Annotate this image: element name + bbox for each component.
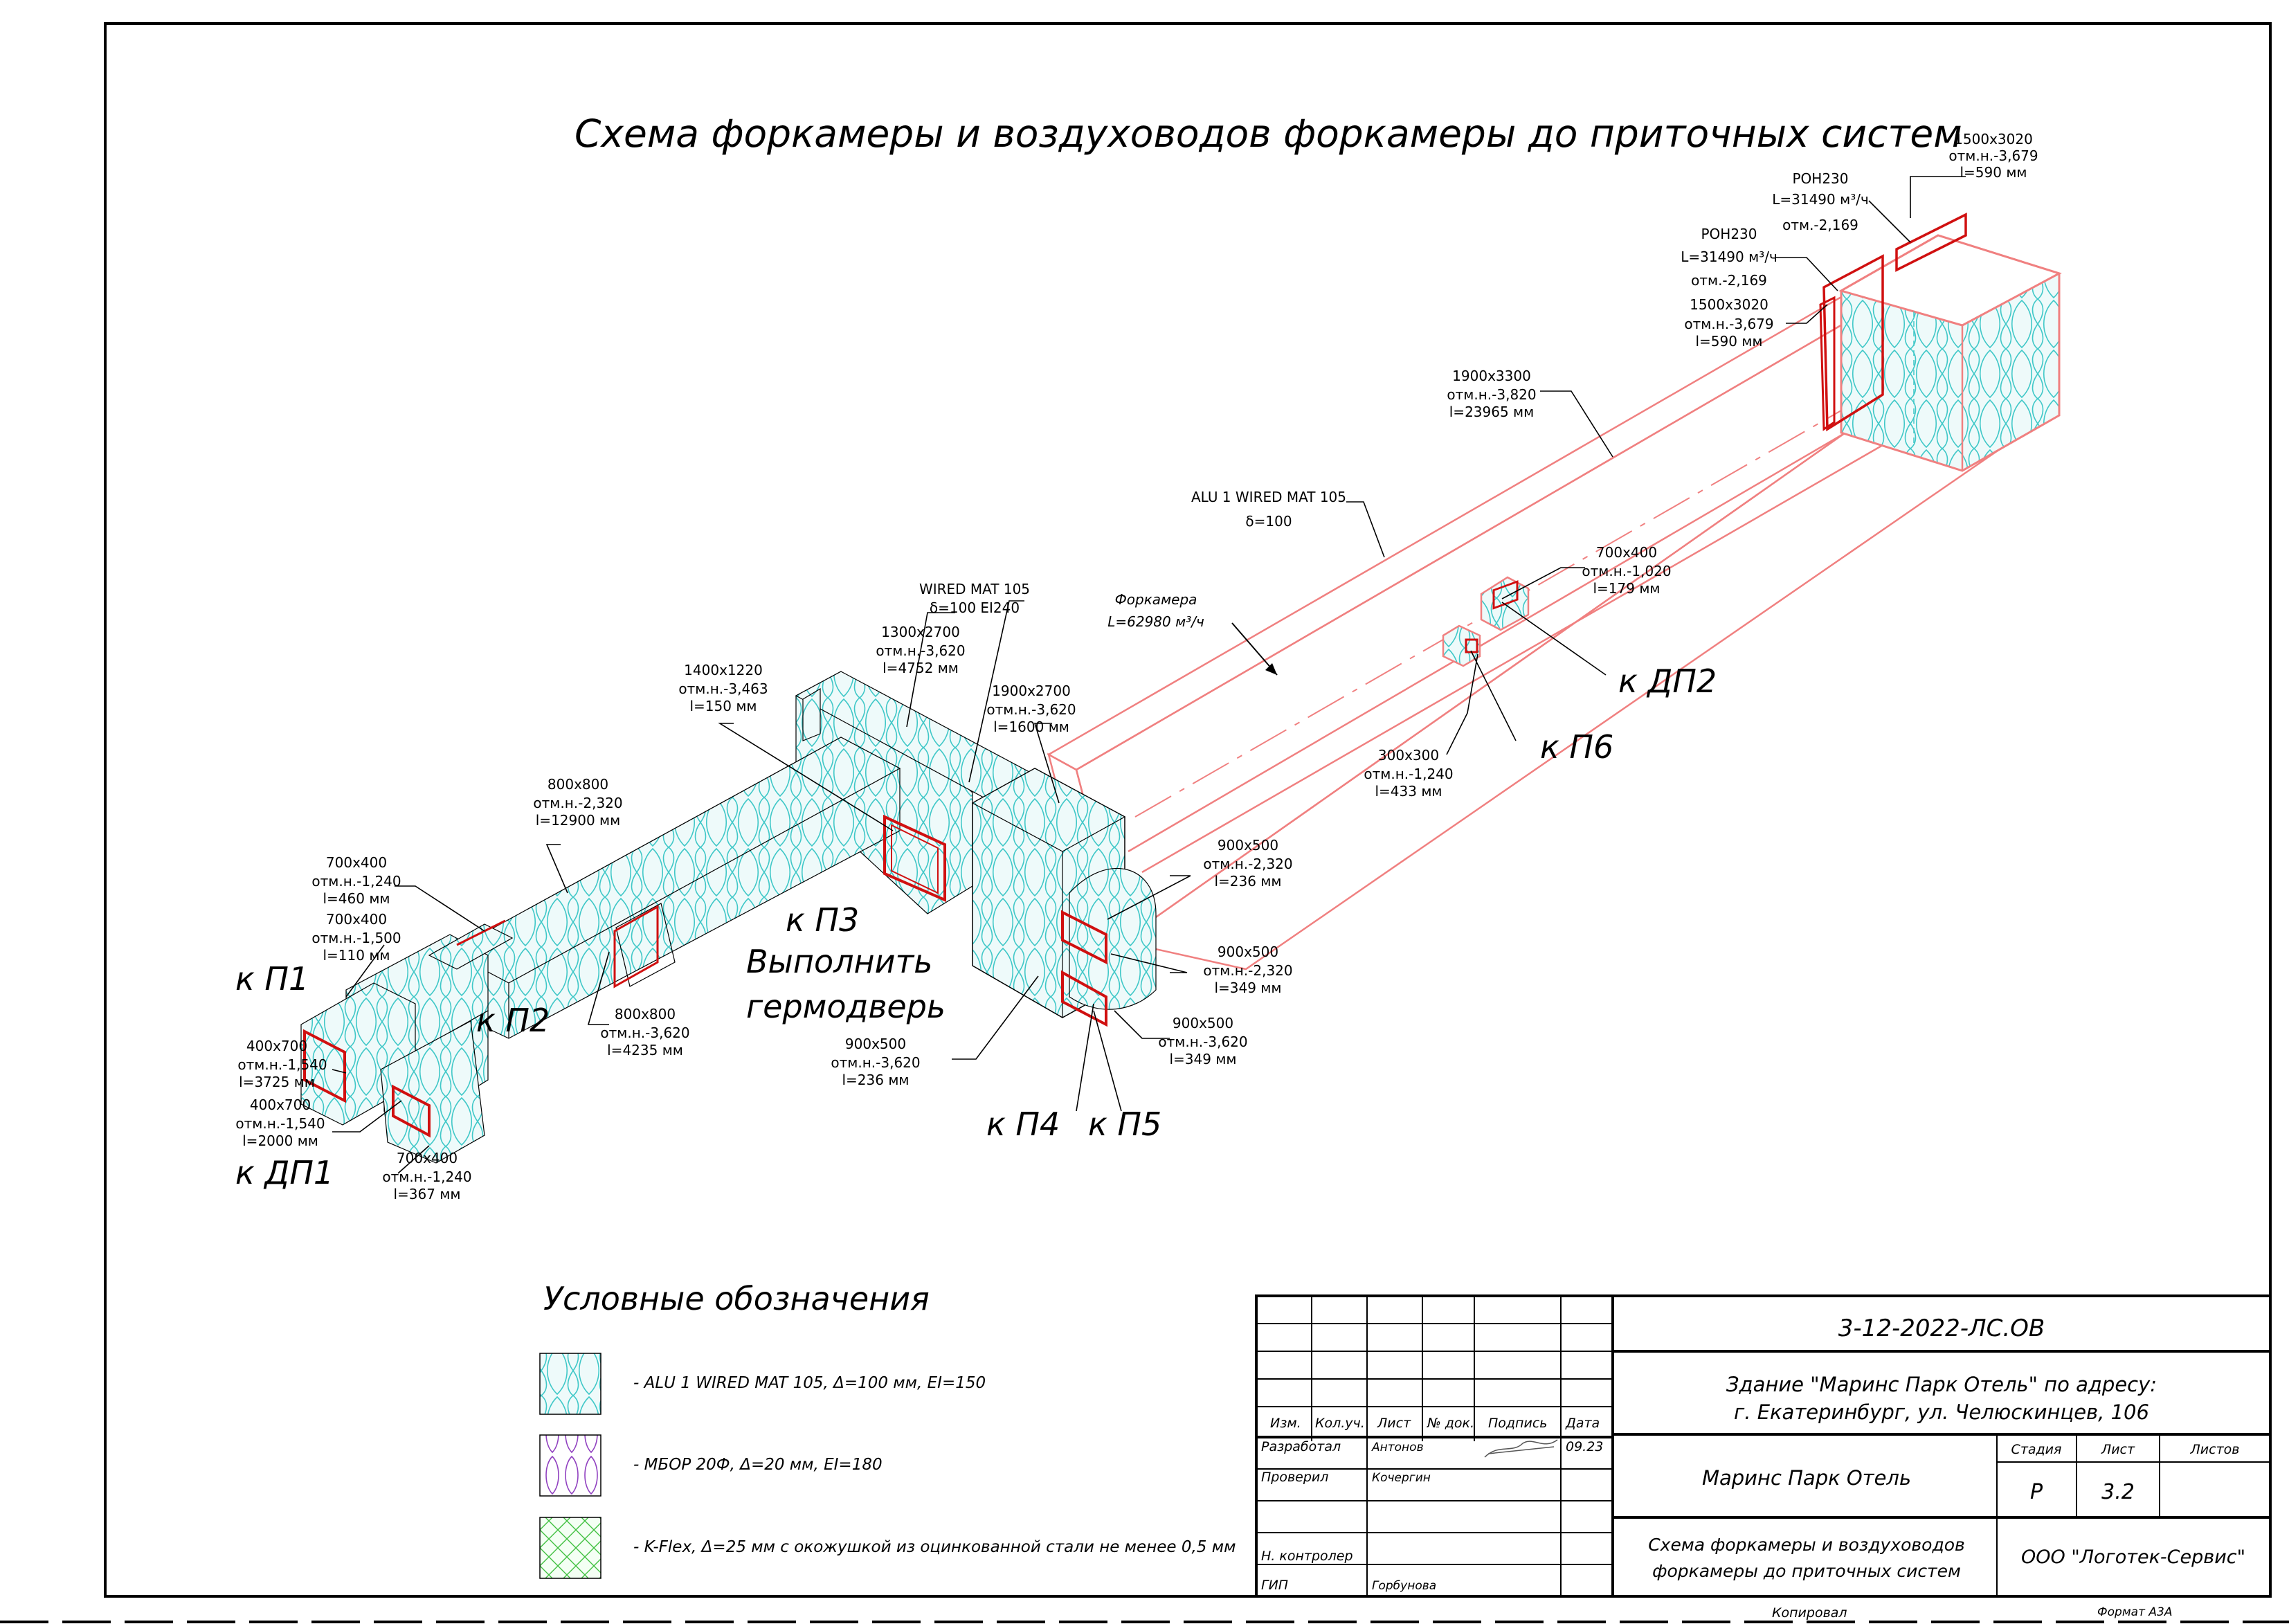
tb-sheet: 3.2 bbox=[2101, 1480, 2135, 1504]
legend: Условные обозначения - ALU 1 WIRED MAT 1… bbox=[539, 1280, 1236, 1579]
legend-title: Условные обозначения bbox=[543, 1280, 930, 1317]
tb-address-2: г. Екатеринбург, ул. Челюскинцев, 106 bbox=[1734, 1400, 2149, 1424]
label-p4: к П4 bbox=[986, 1106, 1060, 1143]
legend-swatch-alu bbox=[539, 1353, 601, 1415]
label-dp1: к ДП1 bbox=[235, 1154, 334, 1191]
sheet-frame bbox=[104, 22, 2272, 1598]
outlet-openings bbox=[303, 814, 1107, 1138]
label-door-1: Выполнить bbox=[746, 943, 932, 980]
tb-address-1: Здание "Маринс Парк Отель" по адресу: bbox=[1726, 1373, 2157, 1396]
legend-item-mbor: - МБОР 20Ф, Δ=20 мм, EI=180 bbox=[633, 1456, 883, 1474]
label-p5: к П5 bbox=[1088, 1106, 1161, 1143]
tb-h-izm: Изм. bbox=[1270, 1416, 1301, 1431]
footer-format: Формат А3А bbox=[2097, 1605, 2172, 1619]
destination-labels: к ДП2 к П6 к П3 Выполнить гермодверь к П… bbox=[235, 662, 1717, 1191]
insulated-duct-assembly bbox=[300, 671, 1157, 1164]
tb-column-headers: Изм. Кол.уч. Лист № док. Подпись Дата bbox=[1270, 1416, 1600, 1431]
tb-h-date: Дата bbox=[1565, 1416, 1600, 1431]
label-dp2: к ДП2 bbox=[1618, 662, 1717, 700]
tb-h-list: Лист bbox=[1377, 1416, 1411, 1431]
drawing-title: Схема форкамеры и воздуховодов форкамеры… bbox=[574, 111, 1962, 156]
tb-role-dev: Разработал bbox=[1261, 1439, 1341, 1454]
legend-item-kflex: - K-Flex, Δ=25 мм с окожушкой из оцинков… bbox=[633, 1538, 1236, 1556]
tb-name-gip: Горбунова bbox=[1372, 1579, 1436, 1593]
tb-name-dev: Антонов bbox=[1371, 1441, 1424, 1454]
tb-drawing-2: форкамеры до приточных систем bbox=[1652, 1561, 1961, 1581]
fan-unit-block bbox=[1819, 213, 2062, 472]
tb-name-check: Кочергин bbox=[1372, 1471, 1431, 1485]
legend-swatch-mbor bbox=[539, 1434, 601, 1497]
legend-item-alu: - ALU 1 WIRED MAT 105, Δ=100 мм, EI=150 bbox=[633, 1374, 986, 1392]
tb-role-gip: ГИП bbox=[1261, 1578, 1288, 1593]
leader-lines bbox=[332, 176, 1966, 1174]
tb-sheets-header: Листов bbox=[2190, 1442, 2240, 1457]
tb-stage-header: Стадия bbox=[2011, 1442, 2062, 1457]
tb-role-check: Проверил bbox=[1261, 1470, 1328, 1485]
footer-copied: Копировал bbox=[1772, 1605, 1847, 1621]
tb-stage: Р bbox=[2030, 1480, 2043, 1504]
tb-date: 09.23 bbox=[1566, 1439, 1603, 1454]
tb-company: ООО "Логотек-Сервис" bbox=[2021, 1546, 2245, 1568]
tb-role-nkontr: Н. контролер bbox=[1261, 1549, 1353, 1564]
dp2-p6-branches bbox=[1442, 576, 1530, 667]
tb-code: 3-12-2022-ЛС.ОВ bbox=[1838, 1315, 2045, 1342]
label-door-2: гермодверь bbox=[746, 988, 946, 1025]
label-p2: к П2 bbox=[476, 1002, 550, 1039]
flow-arrowhead bbox=[1265, 663, 1277, 675]
label-p3: к П3 bbox=[786, 901, 859, 939]
tb-sheet-header: Лист bbox=[2101, 1442, 2135, 1457]
signature-scribble bbox=[1484, 1439, 1558, 1458]
tb-object: Маринс Парк Отель bbox=[1702, 1466, 1911, 1490]
label-p6: к П6 bbox=[1540, 728, 1613, 766]
tb-roles: Разработал Проверил Н. контролер ГИП Ант… bbox=[1261, 1439, 1603, 1593]
tb-h-kol: Кол.уч. bbox=[1315, 1416, 1365, 1431]
label-p1: к П1 bbox=[235, 960, 309, 998]
tb-drawing-1: Схема форкамеры и воздуховодов bbox=[1648, 1535, 1965, 1555]
title-block: 3-12-2022-ЛС.ОВ Здание "Маринс Парк Отел… bbox=[1255, 1294, 2272, 1598]
tb-h-sign: Подпись bbox=[1488, 1416, 1547, 1431]
tb-h-doc: № док. bbox=[1427, 1416, 1474, 1431]
legend-swatch-kflex bbox=[539, 1517, 601, 1579]
